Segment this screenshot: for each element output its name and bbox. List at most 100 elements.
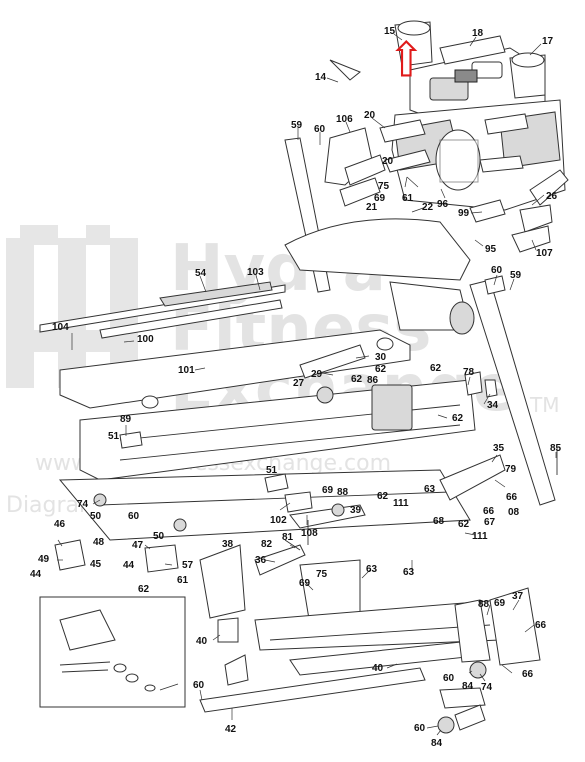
part-label: 81 (282, 532, 294, 543)
part-label: 69 (299, 578, 311, 589)
part-label: 62 (375, 364, 387, 375)
part-label: 75 (316, 569, 328, 580)
part-label: 42 (225, 724, 237, 735)
part-label: 78 (463, 367, 475, 378)
part-label: 68 (433, 516, 445, 527)
part-label: 63 (403, 567, 415, 578)
part-label: 107 (536, 248, 553, 259)
part-label: 63 (424, 484, 436, 495)
part-label: 99 (458, 208, 470, 219)
part-label: 88 (337, 487, 349, 498)
part-label: 103 (247, 267, 264, 278)
part-label: 48 (93, 537, 105, 548)
part-label: 67 (484, 517, 496, 528)
part-label: 51 (108, 431, 120, 442)
part-label: 111 (472, 531, 488, 542)
part-label: 66 (522, 669, 534, 680)
part-label: 95 (485, 244, 497, 255)
part-label: 17 (542, 36, 554, 47)
part-label: 62 (458, 519, 470, 530)
part-label: 30 (375, 352, 387, 363)
hardware (54, 275, 558, 573)
part-label: 60 (414, 723, 426, 734)
part-label: 66 (535, 620, 547, 631)
part-label: 50 (153, 531, 165, 542)
part-label: 44 (123, 560, 135, 571)
part-label: 111 (393, 498, 409, 509)
leader-lines (57, 33, 557, 736)
part-label: 59 (291, 120, 303, 131)
part-label: 15 (384, 26, 396, 37)
part-label: 38 (222, 539, 234, 550)
part-label: 22 (422, 202, 434, 213)
part-label: 101 (178, 365, 195, 376)
part-label: 61 (402, 193, 414, 204)
part-label: 36 (255, 555, 267, 566)
part-label: 61 (177, 575, 189, 586)
part-label: 40 (196, 636, 208, 647)
part-label: 62 (377, 491, 389, 502)
part-label: 66 (483, 506, 495, 517)
part-label: 46 (54, 519, 66, 530)
part-label: 63 (366, 564, 378, 575)
part-label: 35 (493, 443, 505, 454)
part-label: 108 (301, 528, 318, 539)
part-label: 96 (437, 199, 449, 210)
part-label: 104 (52, 322, 69, 333)
part-label: 100 (137, 334, 154, 345)
part-label: 82 (261, 539, 273, 550)
part-label: 34 (487, 400, 499, 411)
part-label: 86 (367, 375, 379, 386)
part-label: 62 (351, 374, 363, 385)
part-label: 89 (120, 414, 132, 425)
part-label: 27 (293, 378, 305, 389)
part-label: 106 (336, 114, 353, 125)
base-frame (58, 454, 541, 734)
part-labels: 15 18 17 14 20 106 59 60 20 75 69 21 61 … (30, 26, 562, 749)
part-label: 57 (182, 560, 194, 571)
part-label: 54 (195, 268, 207, 279)
part-label: 20 (382, 156, 394, 167)
part-label: 59 (510, 270, 522, 281)
part-label: 40 (372, 663, 384, 674)
part-label: 79 (505, 464, 517, 475)
watermark-trademark: TM (529, 393, 559, 417)
part-label: 62 (138, 584, 150, 595)
part-label: 60 (491, 265, 503, 276)
part-label: 20 (364, 110, 376, 121)
part-label: 75 (378, 181, 390, 192)
part-label: 37 (512, 591, 524, 602)
part-label: 29 (311, 369, 323, 380)
part-label: 44 (30, 569, 42, 580)
part-label: 51 (266, 465, 278, 476)
part-label: 08 (508, 507, 520, 518)
part-label: 74 (77, 499, 89, 510)
part-label: 74 (481, 682, 493, 693)
part-label: 102 (270, 515, 287, 526)
part-label: 45 (90, 559, 102, 570)
inset-box (39, 596, 186, 708)
part-label: 60 (128, 511, 140, 522)
part-label: 84 (462, 681, 474, 692)
part-label: 49 (38, 554, 50, 565)
part-label: 14 (315, 72, 327, 83)
part-label: 69 (374, 193, 386, 204)
part-label: 62 (452, 413, 464, 424)
part-label: 26 (546, 191, 558, 202)
part-label: 47 (132, 540, 144, 551)
part-label: 84 (431, 738, 443, 749)
part-label: 60 (193, 680, 205, 691)
motor-hood-deck (39, 218, 556, 506)
part-label: 62 (430, 363, 442, 374)
part-label: 66 (506, 492, 518, 503)
part-label: 39 (350, 505, 362, 516)
part-label: 88 (478, 599, 490, 610)
part-label: 21 (366, 202, 378, 213)
callout-arrow-icon (395, 40, 418, 77)
part-label: 85 (550, 443, 562, 454)
part-label: 69 (494, 598, 506, 609)
part-label: 50 (90, 511, 102, 522)
part-label: 69 (322, 485, 334, 496)
part-label: 18 (472, 28, 484, 39)
